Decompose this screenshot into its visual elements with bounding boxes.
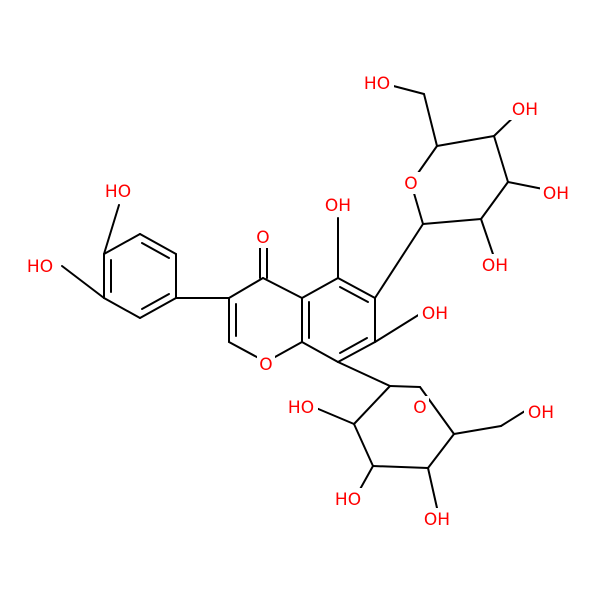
bond xyxy=(301,277,339,299)
sugar-b-oh-bottom-left: HO xyxy=(332,488,366,510)
bond xyxy=(103,204,120,255)
bond xyxy=(337,361,391,387)
sugar-b-oh-left: HO xyxy=(284,396,318,418)
bond xyxy=(141,293,170,310)
oh-4: HO xyxy=(24,255,58,277)
bond xyxy=(337,341,376,363)
chromone-ring-oxygen-label: O xyxy=(259,355,272,375)
bond xyxy=(389,385,421,388)
bond xyxy=(103,233,141,255)
bond xyxy=(419,386,455,435)
bond xyxy=(422,218,482,225)
sugar-b-oh-left-label: HO xyxy=(288,398,314,418)
bond xyxy=(374,313,421,343)
bond xyxy=(480,181,509,220)
bond xyxy=(427,433,455,469)
bond xyxy=(228,277,264,299)
bond xyxy=(500,410,526,427)
bond xyxy=(493,135,509,183)
bond xyxy=(103,297,141,319)
bond xyxy=(353,423,374,467)
keto-oxygen-label: O xyxy=(256,228,269,248)
bond xyxy=(453,425,502,435)
atom-labels: HO HO O OH OH O O HO xyxy=(24,72,574,530)
oh-7: OH xyxy=(418,302,452,324)
sugar-a-ch2oh-label: HO xyxy=(364,74,390,94)
bond xyxy=(372,465,429,469)
sugar-b-ring-oxygen-label: O xyxy=(413,398,426,418)
bond xyxy=(337,277,376,299)
sugar-a-oh-right-label: OH xyxy=(543,184,569,204)
sugar-a-oh-bottom-label: OH xyxy=(482,256,508,276)
sugar-a-ring-oxygen-label: O xyxy=(404,174,417,194)
sugar-b-ch2oh: OH xyxy=(524,401,558,423)
sugar-a-ch2oh: HO xyxy=(360,72,394,94)
oh-3: HO xyxy=(104,180,132,202)
sugar-b-ch2oh-label: OH xyxy=(528,403,554,423)
bond xyxy=(339,286,369,303)
sugar-b-ring-oxygen: O xyxy=(411,396,429,418)
sugar-b-oh-bottom: OH xyxy=(420,508,454,530)
bond xyxy=(315,407,355,425)
bond xyxy=(139,297,177,319)
bond xyxy=(353,385,391,425)
bond xyxy=(374,223,424,299)
bond xyxy=(61,265,105,299)
bond xyxy=(436,135,495,147)
sugar-a-oh-top-label: OH xyxy=(512,100,538,120)
chromone-ring-oxygen: O xyxy=(257,353,275,375)
bond xyxy=(139,233,177,255)
sugar-a-oh-bottom: OH xyxy=(478,254,512,276)
oh-5-label: OH xyxy=(325,196,351,216)
sugar-a-ring-oxygen: O xyxy=(402,172,420,194)
bond xyxy=(141,242,170,259)
bond xyxy=(427,467,438,509)
sugar-a-oh-right: OH xyxy=(540,182,574,204)
keto-oxygen: O xyxy=(254,226,272,248)
bond xyxy=(262,277,303,299)
sugar-b-oh-bottom-label: OH xyxy=(424,510,450,530)
bond xyxy=(339,337,368,354)
sugar-b-oh-bottom-left-label: HO xyxy=(335,490,361,510)
oh-5: OH xyxy=(324,194,352,216)
sugar-a-oh-top: OH xyxy=(508,98,542,120)
oh-7-label: OH xyxy=(422,304,448,324)
bond xyxy=(423,93,438,147)
bond xyxy=(301,341,339,363)
oh-3-label: HO xyxy=(105,182,131,202)
oh-4-label: HO xyxy=(27,257,53,277)
bonds xyxy=(61,82,559,509)
